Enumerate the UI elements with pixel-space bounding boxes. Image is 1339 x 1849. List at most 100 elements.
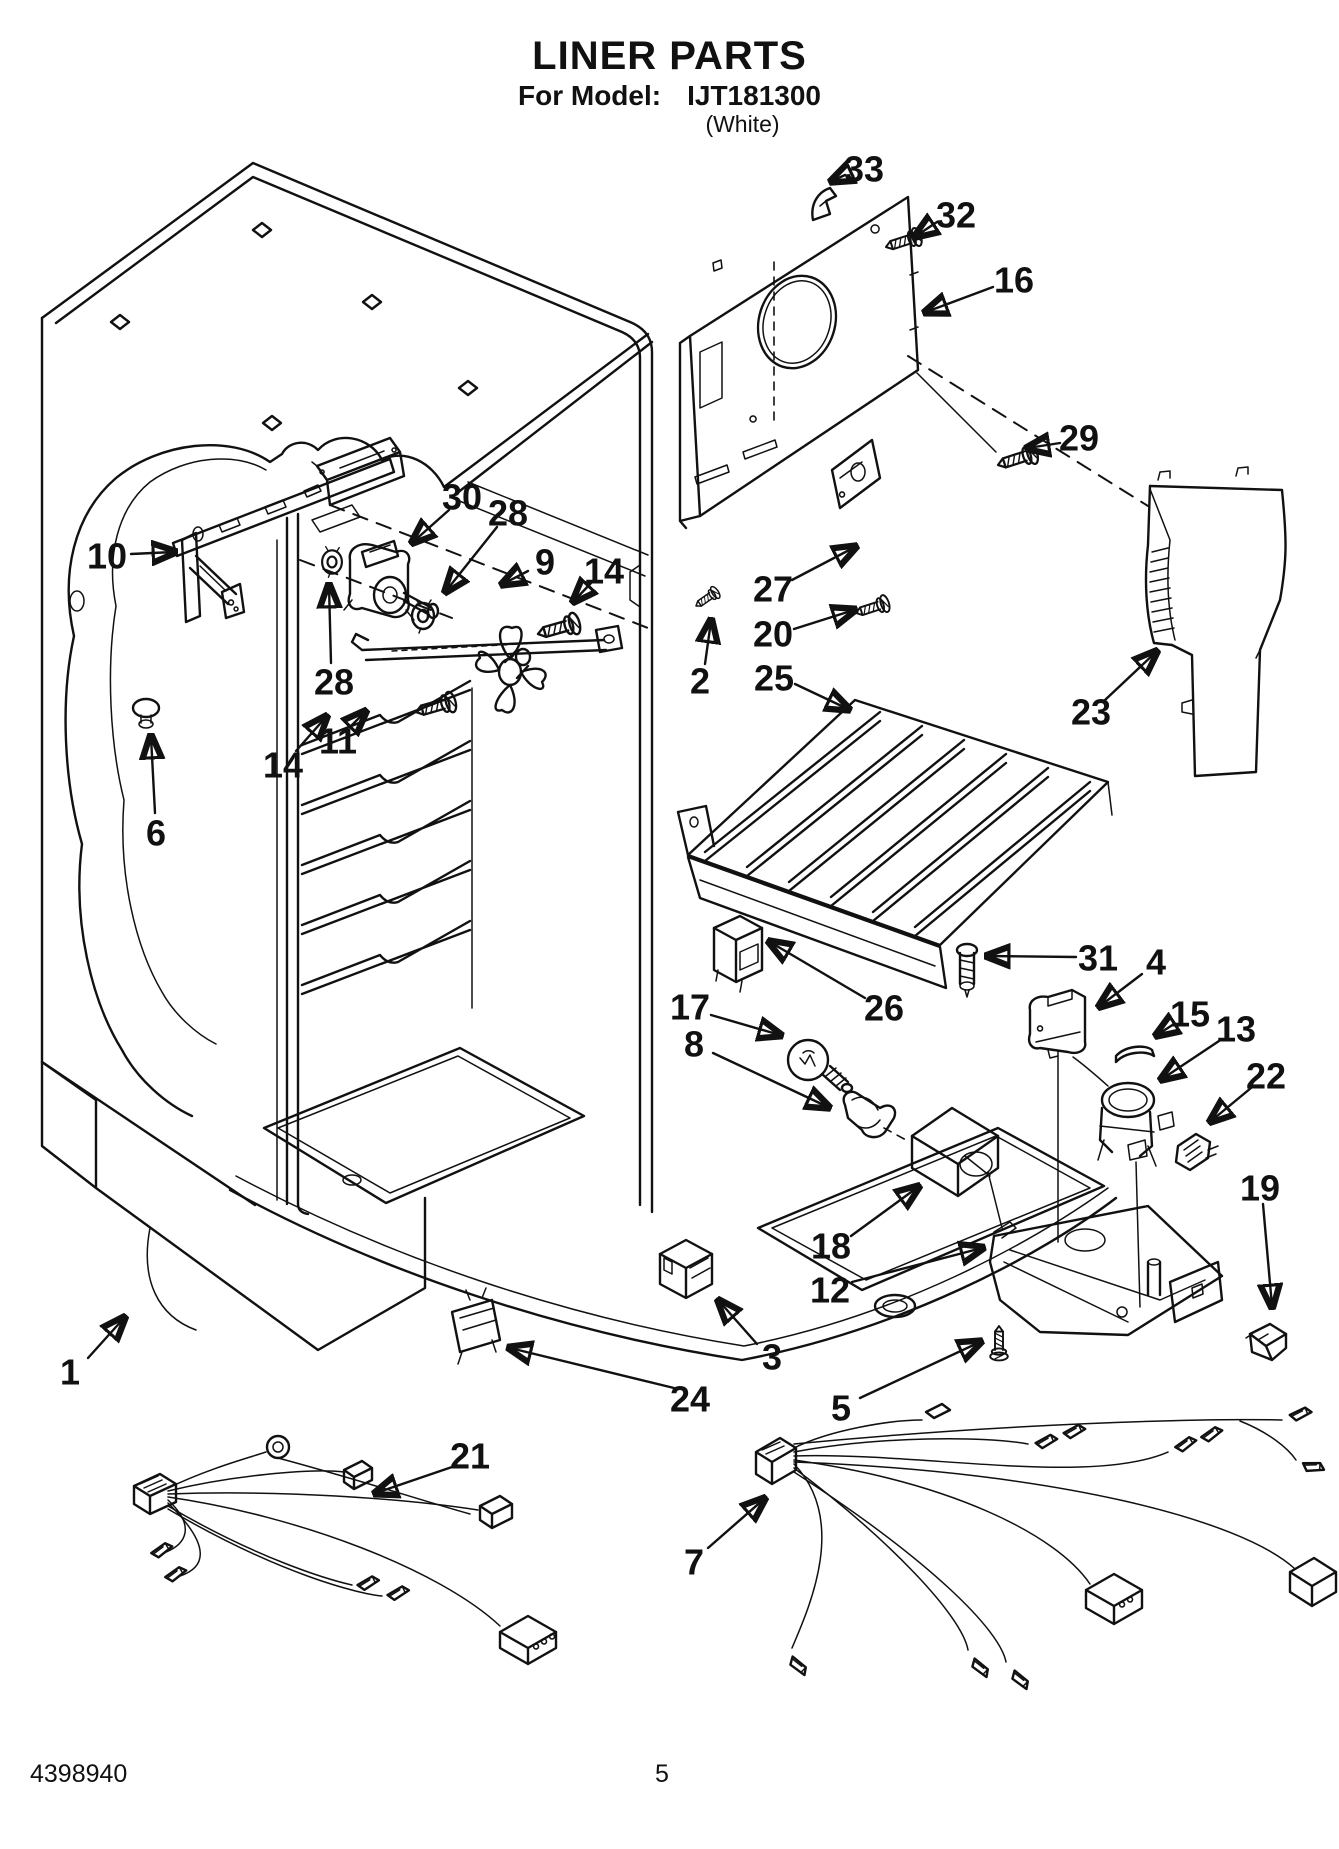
callout-28: 28 (446, 493, 528, 592)
callout-number: 15 (1170, 994, 1210, 1035)
fan-blade-11 (474, 625, 547, 714)
callout-25: 25 (754, 658, 848, 710)
callout-19: 19 (1240, 1168, 1280, 1307)
clip-3 (658, 1238, 714, 1300)
callout-15: 15 (1157, 994, 1210, 1036)
callout-arrow (770, 942, 867, 1000)
callout-number: 9 (535, 542, 555, 583)
callout-number: 21 (450, 1436, 490, 1477)
clamp-24 (450, 1287, 502, 1365)
callout-number: 29 (1059, 418, 1099, 459)
callout-32: 32 (916, 195, 976, 237)
model-line: For Model:IJT181300 (0, 80, 1339, 112)
callout-4: 4 (1100, 942, 1166, 1007)
callout-6: 6 (146, 737, 166, 854)
wire-harness-7 (754, 1402, 1338, 1694)
callout-number: 19 (1240, 1168, 1280, 1209)
callout-12: 12 (810, 1248, 982, 1311)
callout-number: 28 (314, 662, 354, 703)
relay-4 (1027, 988, 1087, 1059)
callout-number: 3 (762, 1337, 782, 1378)
callout-number: 4 (1146, 942, 1166, 983)
thermostat-13 (1072, 1056, 1175, 1167)
callout-5: 5 (831, 1342, 980, 1429)
clip-33 (811, 186, 838, 222)
callout-arrow (446, 525, 499, 591)
callout-31: 31 (988, 938, 1118, 979)
callout-arrow (1263, 1202, 1272, 1306)
screw-2 (691, 584, 723, 613)
callout-23: 23 (1071, 652, 1156, 733)
callout-20: 20 (753, 610, 854, 655)
callout-26: 26 (770, 942, 904, 1029)
drain-tray-12 (988, 1204, 1224, 1337)
terminal-19 (1245, 1322, 1288, 1362)
callout-number: 31 (1078, 938, 1118, 979)
callout-arrow (916, 222, 937, 236)
callout-arrow (1162, 1039, 1221, 1079)
callout-arrow (1211, 1086, 1253, 1121)
callout-7: 7 (684, 1499, 764, 1583)
callout-number: 16 (994, 260, 1034, 301)
callout-arrow (376, 1465, 454, 1493)
callout-number: 8 (684, 1024, 704, 1065)
callout-arrow (858, 1342, 980, 1400)
callout-arrow (1028, 443, 1062, 448)
callout-number: 28 (488, 493, 528, 534)
callout-33: 33 (832, 149, 884, 190)
callout-arrow (151, 737, 155, 815)
doc-number: 4398940 (30, 1760, 128, 1788)
callout-number: 6 (146, 813, 166, 854)
callout-arrow (926, 285, 995, 312)
callout-arrow (709, 1013, 780, 1035)
callout-number: 27 (753, 569, 793, 610)
callout-arrow (790, 547, 855, 582)
leader-lines (299, 355, 1149, 1308)
callout-number: 23 (1071, 692, 1111, 733)
callout-17: 17 (670, 987, 780, 1036)
callout-number: 7 (684, 1542, 704, 1583)
bracket-10 (180, 531, 246, 624)
callout-21: 21 (376, 1436, 490, 1494)
callout-arrow (329, 586, 331, 665)
screw-32 (882, 225, 925, 257)
callout-16: 16 (926, 260, 1034, 313)
callout-number: 5 (831, 1388, 851, 1429)
callout-number: 13 (1216, 1009, 1256, 1050)
page-number: 5 (655, 1760, 669, 1788)
callout-arrow (413, 508, 451, 542)
callout-arrow (849, 1187, 918, 1238)
callout-arrow (510, 1348, 676, 1390)
callout-arrow (719, 1301, 759, 1346)
light-shield-18 (910, 1106, 1000, 1198)
callout-18: 18 (811, 1187, 918, 1267)
callout-number: 10 (87, 536, 127, 577)
evaporator-cover-25 (676, 698, 1113, 990)
callout-number: 11 (319, 721, 357, 762)
callout-29: 29 (1028, 418, 1099, 459)
callout-arrow (350, 712, 365, 727)
callout-arrow (294, 717, 326, 753)
callout-14: 14 (263, 717, 326, 786)
mullion-rail (171, 436, 406, 558)
callout-11: 11 (319, 712, 365, 762)
callout-number: 33 (844, 149, 884, 190)
callout-number: 32 (936, 195, 976, 236)
callout-9: 9 (503, 542, 555, 585)
page-title: LINER PARTS (532, 34, 807, 78)
callout-13: 13 (1162, 1009, 1256, 1080)
screw-20 (852, 593, 893, 623)
lamp-socket-8 (842, 1090, 897, 1139)
wire-clip-15 (1114, 1045, 1156, 1064)
callout-arrow (1157, 1024, 1174, 1035)
callout-arrow (86, 1318, 124, 1360)
callout-number: 1 (60, 1352, 80, 1393)
callout-number: 14 (263, 745, 303, 786)
callout-1: 1 (60, 1318, 124, 1393)
callout-arrow (129, 552, 174, 554)
callout-arrow (792, 610, 854, 631)
callout-10: 10 (87, 536, 174, 577)
model-label: For Model: (518, 80, 662, 111)
callout-arrow (574, 583, 591, 601)
roof-vent-holes (109, 221, 479, 432)
